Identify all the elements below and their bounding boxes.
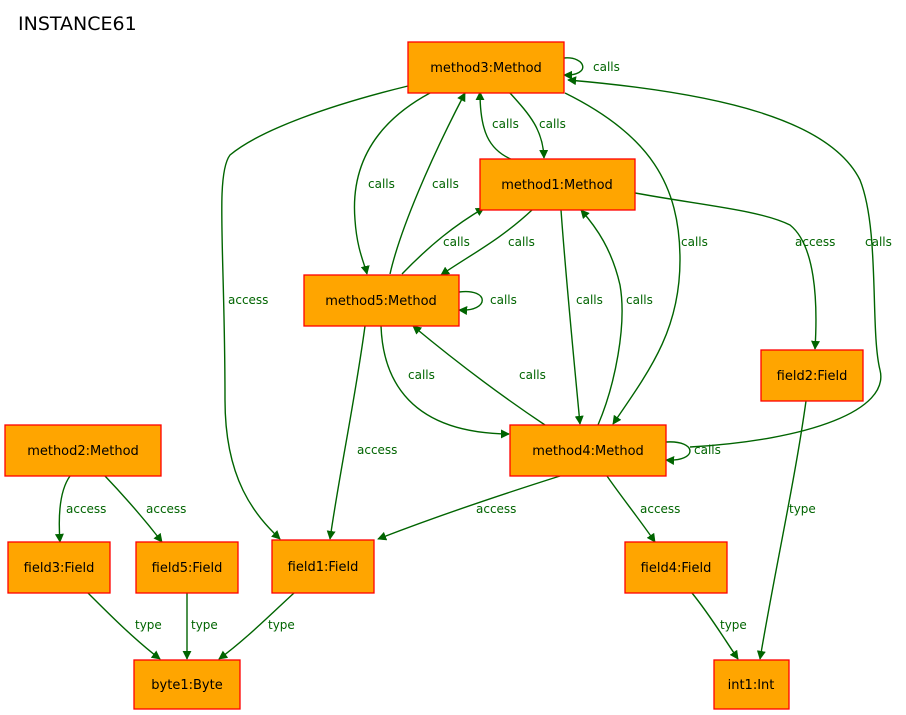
edge-field3-byte1: type	[87, 592, 162, 660]
svg-text:field1:Field: field1:Field	[288, 560, 359, 575]
svg-text:method2:Method: method2:Method	[27, 444, 139, 459]
node-method4[interactable]: method4:Method	[509, 424, 667, 477]
svg-text:field2:Field: field2:Field	[777, 369, 848, 384]
svg-text:calls: calls	[626, 293, 653, 307]
node-method3[interactable]: method3:Method	[407, 41, 565, 94]
edge-method2-field5: access	[104, 475, 186, 543]
svg-text:access: access	[795, 235, 835, 249]
edge-method1-method4: calls	[560, 209, 603, 425]
svg-text:access: access	[228, 293, 268, 307]
edge-method4-method3: calls	[567, 76, 892, 448]
svg-text:calls: calls	[593, 60, 620, 74]
edge-method2-field3: access	[54, 475, 106, 543]
svg-text:calls: calls	[539, 117, 566, 131]
node-field1[interactable]: field1:Field	[271, 539, 375, 594]
edge-method5-method3: calls	[389, 92, 466, 275]
svg-text:calls: calls	[443, 235, 470, 249]
svg-text:type: type	[789, 502, 816, 516]
node-byte1[interactable]: byte1:Byte	[133, 659, 241, 710]
svg-text:calls: calls	[865, 235, 892, 249]
svg-text:method4:Method: method4:Method	[532, 444, 644, 459]
svg-text:calls: calls	[490, 293, 517, 307]
node-int1[interactable]: int1:Int	[713, 659, 790, 710]
edge-method3-method1: calls	[509, 92, 566, 159]
svg-text:calls: calls	[492, 117, 519, 131]
edge-method3-method5: calls	[353, 92, 431, 275]
node-method1[interactable]: method1:Method	[479, 158, 636, 211]
edge-method4-method5: calls	[412, 325, 546, 426]
edge-method4-method1: calls	[580, 209, 653, 426]
svg-text:calls: calls	[576, 293, 603, 307]
svg-text:field3:Field: field3:Field	[24, 561, 95, 576]
svg-text:calls: calls	[432, 177, 459, 191]
edge-method5-method5: calls	[458, 290, 517, 316]
svg-text:method5:Method: method5:Method	[325, 294, 437, 309]
edge-method4-field1: access	[377, 475, 561, 541]
svg-text:access: access	[146, 502, 186, 516]
svg-text:calls: calls	[508, 235, 535, 249]
edge-method1-field2: access	[634, 192, 835, 350]
svg-text:byte1:Byte: byte1:Byte	[151, 678, 222, 693]
svg-text:access: access	[640, 502, 680, 516]
svg-text:method1:Method: method1:Method	[501, 178, 613, 193]
svg-text:calls: calls	[408, 368, 435, 382]
svg-text:calls: calls	[694, 443, 721, 457]
svg-text:field5:Field: field5:Field	[152, 561, 223, 576]
edge-method5-method1: calls	[401, 207, 485, 275]
svg-text:calls: calls	[519, 368, 546, 382]
svg-text:calls: calls	[681, 235, 708, 249]
edge-method3-field1: access	[221, 85, 409, 540]
edge-field1-byte1: type	[218, 592, 295, 660]
node-field4[interactable]: field4:Field	[624, 541, 728, 594]
edge-method4-method4: calls	[665, 441, 721, 465]
svg-text:int1:Int: int1:Int	[728, 678, 775, 693]
node-field2[interactable]: field2:Field	[760, 349, 864, 402]
diagram-title: INSTANCE61	[18, 13, 137, 35]
edge-method3-method4: calls	[564, 92, 708, 425]
node-method2[interactable]: method2:Method	[4, 424, 162, 477]
svg-text:calls: calls	[368, 177, 395, 191]
edge-field4-int1: type	[691, 592, 747, 660]
node-method5[interactable]: method5:Method	[303, 274, 460, 327]
edge-field5-byte1: type	[182, 592, 218, 660]
edge-method3-method3: calls	[563, 57, 620, 80]
svg-text:type: type	[191, 618, 218, 632]
svg-text:field4:Field: field4:Field	[641, 561, 712, 576]
node-field5[interactable]: field5:Field	[135, 541, 239, 594]
edge-method1-method3: calls	[475, 91, 519, 161]
edge-field2-int1: type	[756, 400, 816, 660]
edge-method5-method4: calls	[380, 325, 510, 439]
svg-text:method3:Method: method3:Method	[430, 61, 542, 76]
edge-method4-field4: access	[606, 475, 680, 543]
svg-text:access: access	[66, 502, 106, 516]
svg-text:type: type	[720, 618, 747, 632]
svg-text:type: type	[135, 618, 162, 632]
node-field3[interactable]: field3:Field	[7, 541, 111, 594]
svg-text:access: access	[476, 502, 516, 516]
edge-method1-method5: calls	[440, 209, 535, 276]
svg-text:access: access	[357, 443, 397, 457]
svg-text:type: type	[268, 618, 295, 632]
edge-method5-field1: access	[326, 325, 397, 540]
